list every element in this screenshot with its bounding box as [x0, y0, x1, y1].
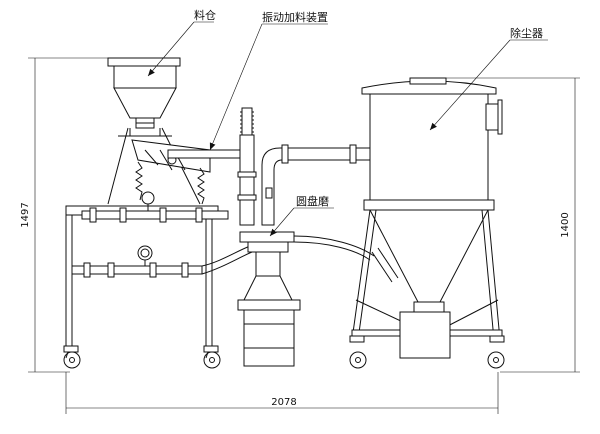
feeder-label: 振动加料装置: [262, 10, 328, 24]
riser-pipe: [237, 107, 371, 226]
support-frame: [63, 205, 221, 369]
collection-bin: [237, 299, 301, 367]
upper-pipe: [81, 191, 229, 223]
pressure-gauge: [137, 245, 153, 266]
dimension-collector-height-label: 1400: [560, 212, 571, 237]
dimension-total-height-label: 1497: [20, 202, 31, 227]
hopper-label: 料仓: [194, 8, 216, 22]
dimension-total-height: 1497: [20, 57, 110, 373]
callout-hopper: 料仓: [147, 8, 216, 77]
caster-right: [203, 345, 221, 369]
callout-collector: 除尘器: [429, 26, 548, 131]
caster-collector-left: [349, 335, 367, 369]
collector-label: 除尘器: [510, 26, 543, 40]
callout-feeder: 振动加料装置: [209, 10, 328, 151]
lower-pipe: [71, 245, 253, 278]
hopper: [107, 57, 201, 205]
dimension-total-width-label: 2078: [271, 397, 296, 408]
disc-mill: [237, 231, 375, 367]
caster-collector-right: [487, 335, 505, 369]
dimension-total-width: 2078: [65, 372, 499, 414]
vibrating-feeder: [131, 139, 243, 205]
dust-collector: [349, 77, 505, 369]
caster-left: [63, 345, 81, 369]
mill-label: 圆盘磨: [296, 194, 329, 208]
callout-mill: 圆盘磨: [269, 194, 334, 237]
